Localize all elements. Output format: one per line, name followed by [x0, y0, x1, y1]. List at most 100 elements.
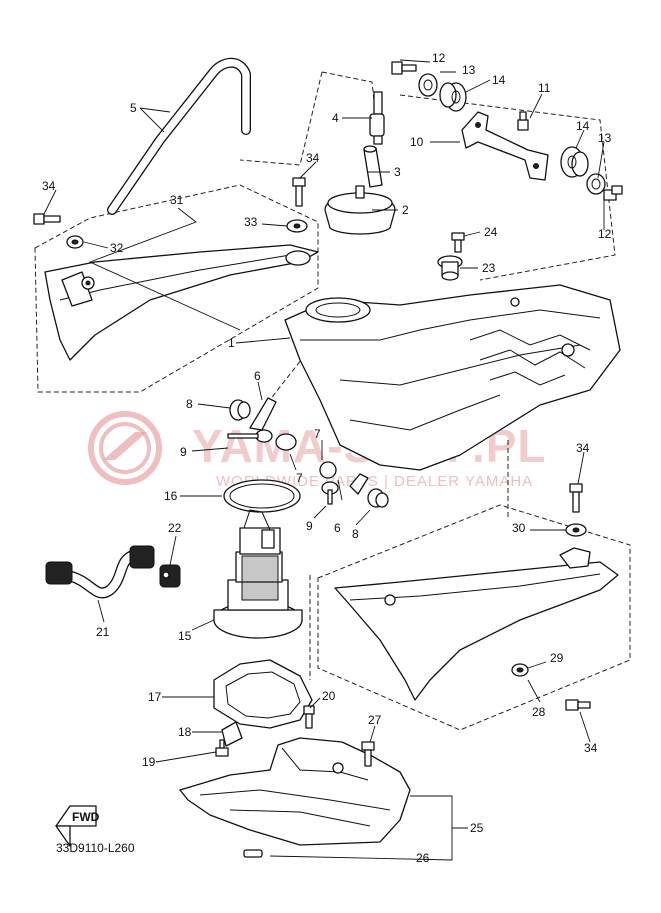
callout-34-right-bottom: 34: [584, 741, 598, 755]
callout-2: 2: [402, 203, 409, 217]
callout-10: 10: [410, 135, 424, 149]
callout-5: 5: [130, 101, 137, 115]
bolt-11: [517, 111, 529, 131]
callout-30: 30: [512, 521, 526, 535]
callout-15: 15: [178, 629, 192, 643]
collar-13-right: [586, 173, 606, 195]
bolt-34-right-top: [569, 483, 583, 513]
callout-numbers: 1 2 3 4 5 6 6 7 7 8 8 9 9 10 11 12 12 13…: [42, 51, 612, 865]
callout-31: 31: [170, 193, 184, 207]
watermark-tagline: WORLDWIDE PARTS | DEALER YAMAHA: [216, 473, 533, 490]
bolt-34-right-bottom: [565, 699, 591, 711]
callout-34-right-top: 34: [576, 441, 590, 455]
fwd-arrow-icon: FWD: [55, 805, 100, 847]
callout-34-top: 34: [306, 151, 320, 165]
leader-lines: [43, 59, 605, 861]
callout-3: 3: [394, 165, 401, 179]
breather-routing-line: [239, 71, 376, 166]
callout-14-top: 14: [492, 73, 506, 87]
bracket-6-left: [249, 397, 277, 431]
callout-13-top: 13: [462, 63, 476, 77]
bolt-24: [451, 232, 465, 253]
collar-7-right: [319, 461, 337, 479]
cover-mount-grommet: [285, 250, 311, 266]
watermark-logo: [88, 411, 162, 485]
damper-14-upper: [439, 82, 467, 112]
damper-30: [565, 523, 587, 537]
callout-34-left: 34: [42, 179, 56, 193]
check-valve: [369, 91, 385, 145]
callout-8-right: 8: [352, 527, 359, 541]
damper-14-right: [560, 146, 589, 178]
washer-29: [511, 663, 529, 677]
right-cover-group-outline: [317, 504, 631, 731]
breather-pipe: [363, 145, 383, 188]
callout-1: 1: [228, 336, 235, 350]
bracket-6-right: [349, 473, 369, 495]
callout-17: 17: [148, 690, 162, 704]
callout-12-right: 12: [598, 227, 612, 241]
callout-24: 24: [484, 225, 498, 239]
left-side-cover: [44, 244, 319, 361]
callout-9-left: 9: [180, 445, 187, 459]
callout-22: 22: [168, 521, 182, 535]
callout-7-right: 7: [314, 427, 321, 441]
washer-32: [66, 235, 84, 249]
tank-cap: [324, 185, 396, 235]
callout-21: 21: [96, 625, 110, 639]
callout-7-left: 7: [296, 471, 303, 485]
bolt-34-top: [292, 177, 306, 207]
callout-16: 16: [164, 489, 178, 503]
damper-8-right: [367, 488, 389, 508]
bolt-12-right: [603, 185, 623, 201]
callout-13-right: 13: [598, 131, 612, 145]
callout-23: 23: [482, 261, 496, 275]
fuel-hose-21: [45, 545, 155, 599]
fuel-tank: [284, 284, 621, 471]
callout-6-bottom: 6: [334, 521, 341, 535]
bracket-18: [221, 721, 243, 747]
callout-14-right: 14: [576, 119, 590, 133]
collar-13-upper: [418, 73, 438, 97]
callout-25: 25: [470, 821, 484, 835]
damper-33: [286, 219, 308, 233]
bolt-34-left: [33, 213, 61, 225]
o-ring-16: [223, 479, 301, 513]
callout-19: 19: [142, 755, 156, 769]
callout-9-right: 9: [306, 519, 313, 533]
damper-8-left: [229, 399, 251, 421]
bolt-27: [361, 741, 375, 767]
collar-7-left: [275, 433, 297, 451]
collar-23: [437, 255, 463, 281]
callout-28: 28: [532, 705, 546, 719]
callout-26: 26: [416, 851, 430, 865]
callout-27: 27: [368, 713, 382, 727]
callout-12-top: 12: [432, 51, 446, 65]
callout-29: 29: [550, 651, 564, 665]
breather-hose: [107, 57, 251, 215]
bolt-12-upper: [391, 61, 417, 75]
pump-locator-line: [257, 354, 509, 680]
grommet-26: [243, 849, 263, 858]
fwd-label: FWD: [72, 810, 100, 824]
callout-20: 20: [322, 689, 336, 703]
callout-8-left: 8: [186, 397, 193, 411]
tank-guard-25: [179, 737, 411, 846]
tank-mount-outline: [399, 94, 616, 281]
screw-9-left: [227, 429, 273, 443]
callout-4: 4: [332, 111, 339, 125]
callout-11: 11: [538, 81, 551, 95]
callout-33: 33: [244, 215, 258, 229]
callout-18: 18: [178, 725, 192, 739]
tank-bracket: [461, 111, 549, 181]
callout-6-top: 6: [254, 369, 261, 383]
gasket-17: [213, 659, 313, 729]
screw-9-right: [321, 481, 339, 505]
fuel-pump-15: [213, 509, 303, 639]
connector-22: [159, 564, 181, 588]
callout-32: 32: [110, 241, 124, 255]
diagram-code: 33D9110-L260: [56, 841, 135, 855]
right-side-cover: [334, 547, 619, 701]
bolt-20: [303, 705, 315, 729]
